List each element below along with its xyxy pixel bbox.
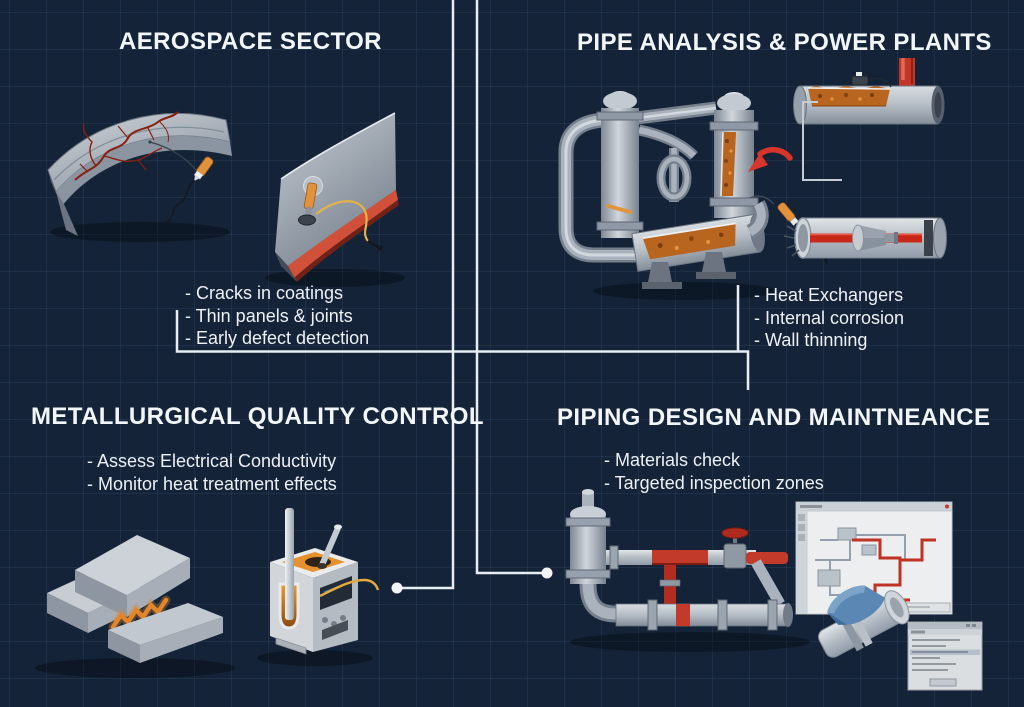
- pointer-line: [149, 141, 197, 171]
- connector-dot-right: [541, 567, 553, 579]
- bullet-item: - Monitor heat treatment effects: [87, 473, 337, 494]
- aerospace-title: AEROSPACE SECTOR: [119, 28, 382, 55]
- heat-exchanger-illustration: [558, 91, 828, 300]
- inspection-tool-icon: [852, 224, 898, 252]
- test-rod-icon: [285, 508, 294, 620]
- outer-loop-pipe: [558, 112, 644, 263]
- valve-with-red-handwheel: [721, 527, 749, 569]
- blue-valve-body: [827, 585, 885, 625]
- pig-cutaway-illustration: [783, 217, 947, 259]
- connector-horizontal: [175, 310, 750, 390]
- bullet-item: - Wall thinning: [754, 330, 868, 350]
- cad-window-titlebar: [796, 502, 952, 511]
- induction-coil-icon: [108, 595, 171, 632]
- left-exchanger-column: [596, 91, 644, 238]
- red-arrow-icon: [748, 147, 793, 172]
- pipe-analysis-title: PIPE ANALYSIS & POWER PLANTS: [577, 29, 992, 56]
- piping-design-title: PIPING DESIGN AND MAINTNEANCE: [557, 404, 991, 431]
- connector-dot-left: [391, 582, 403, 594]
- right-exchanger-column: [709, 92, 759, 218]
- red-pipe-section: [652, 550, 708, 565]
- spray-marks: [783, 225, 800, 257]
- bullet-item: - Early defect detection: [185, 328, 370, 348]
- vertical-canister: [565, 489, 611, 584]
- furnace-illustration: [257, 508, 380, 666]
- piping-design-bullets: - Materials check - Targeted inspection …: [604, 449, 824, 494]
- parts-dialog-illustration: [907, 621, 983, 691]
- connector-right-vertical: [475, 0, 542, 575]
- valve-lever-icon: [606, 204, 632, 214]
- bullet-item: - Internal corrosion: [754, 307, 905, 328]
- aerospace-bullets: - Cracks in coatings - Thin panels & joi…: [185, 282, 369, 350]
- furnace-cable: [319, 578, 380, 598]
- bullet-item: - Heat Exchangers: [754, 285, 904, 305]
- top-slab: [75, 535, 190, 617]
- dialog-titlebar: [908, 622, 982, 629]
- surface-probe-icon: [298, 182, 318, 226]
- top-diagonal-pipe: [636, 101, 717, 161]
- edge-panel-illustration: [265, 112, 405, 287]
- bullet-item: - Thin panels & joints: [185, 305, 353, 326]
- probe-cable: [315, 200, 369, 242]
- cracked-panel-illustration: [47, 111, 232, 242]
- internal-corrosion-cut: [721, 132, 736, 196]
- dialog-rows: [912, 639, 968, 671]
- piping-skid-illustration: [565, 489, 810, 652]
- bullet-item: - Assess Electrical Conductivity: [87, 451, 337, 471]
- surface-sensor-icon: [851, 72, 892, 88]
- valve-3d-illustration: [817, 585, 910, 658]
- bullet-item: - Cracks in coatings: [185, 283, 344, 303]
- panel-red-coating-edge: [288, 190, 398, 278]
- bullet-item: - Materials check: [604, 450, 741, 470]
- metallurgical-bullets: - Assess Electrical Conductivity - Monit…: [87, 450, 337, 495]
- pipe-analysis-bullets: - Heat Exchangers - Internal corrosion -…: [754, 284, 904, 352]
- cutaway-bracket: [802, 101, 842, 181]
- bottom-right-slab: [108, 603, 223, 663]
- crack-lines: [74, 111, 179, 181]
- eddy-probe-icon: [165, 156, 214, 224]
- corroded-cutaway-illustration: [793, 58, 945, 125]
- red-inspection-band: [676, 604, 690, 626]
- metallurgical-title: METALLURGICAL QUALITY CONTROL: [31, 403, 484, 430]
- connector-lines: [175, 0, 842, 590]
- bullet-item: - Targeted inspection zones: [604, 472, 824, 493]
- connector-left-vertical: [401, 0, 455, 590]
- metal-slabs-illustration: [35, 535, 235, 678]
- corrosion-opening: [808, 86, 890, 106]
